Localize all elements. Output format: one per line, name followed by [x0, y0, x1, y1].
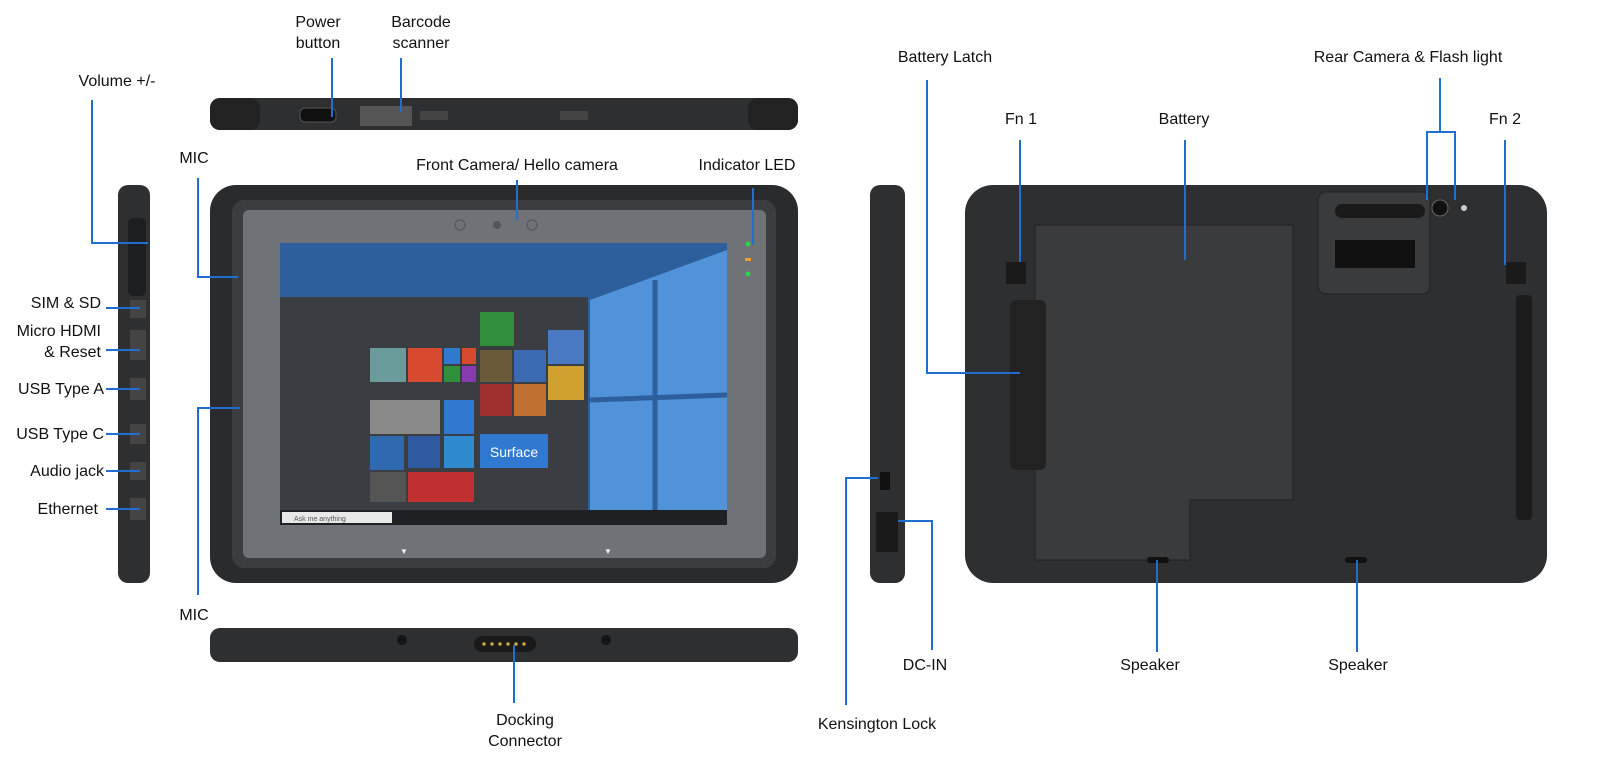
barcode-scanner-part — [360, 106, 412, 126]
flash-light — [1461, 205, 1467, 211]
label-volume: Volume +/- — [78, 73, 156, 90]
label-dc-in: DC-IN — [902, 657, 948, 674]
fn1-key — [1006, 262, 1026, 284]
label-battery: Battery — [1158, 111, 1210, 128]
label-indicator-led: Indicator LED — [698, 157, 796, 174]
taskbar-search — [282, 512, 392, 523]
leader-lines — [91, 58, 1506, 705]
svg-text:▼: ▼ — [604, 547, 612, 556]
back-view — [965, 185, 1547, 583]
label-mic-bottom: MIC — [179, 607, 209, 624]
label-fn2: Fn 2 — [1488, 111, 1522, 128]
surface-tile — [480, 434, 548, 468]
label-mic-top: MIC — [179, 150, 209, 167]
label-sim-sd: SIM & SD — [30, 295, 101, 312]
top-edge-view — [210, 98, 798, 130]
indicator-led-1 — [745, 241, 751, 247]
label-ethernet: Ethernet — [37, 501, 98, 518]
docking-connector-part — [474, 636, 536, 652]
fn2-key — [1506, 262, 1526, 284]
front-camera — [493, 221, 501, 229]
label-audio-jack: Audio jack — [30, 463, 104, 480]
dc-in-part — [876, 512, 898, 552]
surface-tile-label: Surface — [490, 444, 538, 460]
left-side-view — [118, 185, 150, 583]
right-side-view — [870, 185, 905, 583]
bottom-edge-view — [210, 628, 798, 662]
start-tiles: Surface — [370, 312, 584, 502]
battery-latch-part — [1010, 300, 1046, 470]
windows-logo — [590, 250, 727, 510]
label-rear-camera: Rear Camera & Flash light — [1313, 49, 1503, 66]
front-view: Surface Ask me anything ▼ ▼ — [210, 185, 798, 583]
battery-part — [1034, 224, 1294, 561]
label-front-camera: Front Camera/ Hello camera — [416, 157, 618, 174]
rear-camera-part — [1431, 199, 1449, 217]
indicator-led-3 — [745, 271, 751, 277]
power-button-part — [299, 107, 337, 123]
svg-text:▼: ▼ — [400, 547, 408, 556]
label-speaker-left: Speaker — [1120, 657, 1180, 674]
label-fn1: Fn 1 — [1004, 111, 1038, 128]
label-battery-latch: Battery Latch — [897, 49, 993, 66]
label-usb-c: USB Type C — [16, 426, 104, 443]
volume-keys — [128, 218, 146, 296]
label-micro-hdmi: Micro HDMI& Reset — [16, 323, 101, 361]
label-kensington: Kensington Lock — [817, 716, 937, 733]
label-usb-a: USB Type A — [18, 381, 104, 398]
indicator-led-2 — [745, 258, 751, 261]
svg-text:Ask me anything: Ask me anything — [294, 516, 346, 523]
label-speaker-right: Speaker — [1328, 657, 1388, 674]
kensington-lock-part — [880, 472, 890, 490]
